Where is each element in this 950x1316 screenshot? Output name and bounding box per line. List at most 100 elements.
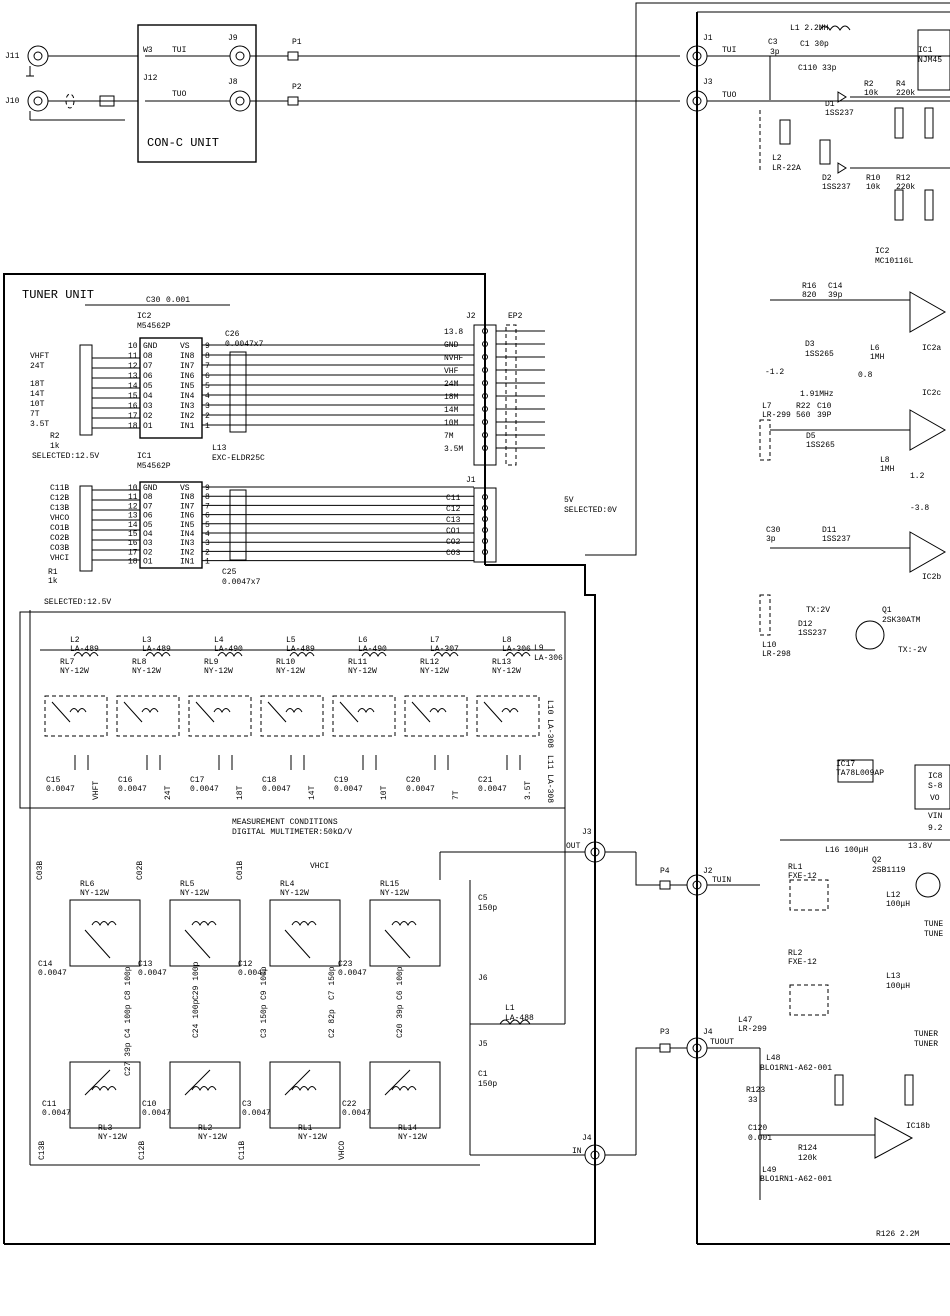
svg-text:Q2: Q2 <box>872 856 882 865</box>
relay-label: RL14 <box>398 1124 417 1133</box>
svg-text:C1 30p: C1 30p <box>800 40 829 49</box>
relay-value: NY-12W <box>198 1133 227 1142</box>
con-c-unit-box <box>137 24 257 163</box>
svg-text:SELECTED:12.5V: SELECTED:12.5V <box>44 598 111 607</box>
ic-pin-number: 4 <box>205 530 210 539</box>
j2-header <box>473 324 497 466</box>
svg-text:IC2: IC2 <box>137 312 152 321</box>
svg-text:IC2b: IC2b <box>922 573 941 582</box>
ic-pin-number: 2 <box>205 412 210 421</box>
svg-text:1SS237: 1SS237 <box>798 629 827 638</box>
capacitor-label: C13 <box>138 960 153 969</box>
j2-pin-label: 3.5M <box>444 445 463 454</box>
svg-text:TUO: TUO <box>722 91 737 100</box>
relay-body <box>332 695 396 737</box>
ic-pin-label: IN1 <box>180 422 195 431</box>
capacitor-value: 0.0047 <box>342 1109 371 1118</box>
svg-text:C3: C3 <box>768 38 778 47</box>
ic-pin-number: 10 <box>128 342 138 351</box>
j1-pin <box>482 527 488 533</box>
svg-text:IC18b: IC18b <box>906 1122 930 1131</box>
svg-text:CO3B: CO3B <box>50 544 69 553</box>
svg-text:R124: R124 <box>798 1144 817 1153</box>
capacitor-value: 0.0047 <box>338 969 367 978</box>
svg-text:10T: 10T <box>30 400 45 409</box>
ic-pin-number: 14 <box>128 521 138 530</box>
svg-text:3.5T: 3.5T <box>30 420 49 429</box>
svg-text:L13: L13 <box>212 444 227 453</box>
capacitor-label: C3 <box>242 1100 252 1109</box>
svg-text:0.8: 0.8 <box>858 371 873 380</box>
svg-text:J1: J1 <box>703 34 713 43</box>
capacitor-label: C18 <box>262 776 277 785</box>
ic-pin-label: IN8 <box>180 493 195 502</box>
relay-body <box>69 1061 141 1129</box>
relay-label: RL15 <box>380 880 399 889</box>
svg-text:J4: J4 <box>582 1134 592 1143</box>
inductor-value: LA-489 <box>286 645 315 654</box>
svg-text:TX:-2V: TX:-2V <box>898 646 927 655</box>
ic-pin-label: IN7 <box>180 502 195 511</box>
svg-text:TUNE: TUNE <box>924 920 943 929</box>
inductor-label: L2 <box>70 636 80 645</box>
capacitor-value: 0.0047 <box>406 785 435 794</box>
band-label: 7T <box>452 790 461 800</box>
inductor-value: LA-490 <box>214 645 243 654</box>
svg-text:C12B: C12B <box>50 494 69 503</box>
svg-text:-1.2: -1.2 <box>765 368 784 377</box>
ic-pin-label: O8 <box>143 352 153 361</box>
inductor-coil <box>217 652 243 658</box>
svg-text:L10 LA-308: L10 LA-308 <box>545 700 554 748</box>
ic-pin-label: O4 <box>143 530 153 539</box>
svg-text:IN: IN <box>572 1147 582 1156</box>
svg-text:LR-298: LR-298 <box>762 650 791 659</box>
svg-text:D2: D2 <box>822 174 832 183</box>
svg-text:10k: 10k <box>866 183 881 192</box>
ic-pin-number: 12 <box>128 362 138 371</box>
relay-value: NY-12W <box>132 667 161 676</box>
svg-text:J12: J12 <box>143 74 158 83</box>
j8-connector <box>229 90 251 112</box>
svg-text:120k: 120k <box>798 1154 817 1163</box>
j2-pin <box>482 380 488 386</box>
j2-pin-label: GND <box>444 341 459 350</box>
ic-pin-label: O3 <box>143 402 153 411</box>
svg-text:1SS265: 1SS265 <box>805 350 834 359</box>
ic-pin-label: IN6 <box>180 372 195 381</box>
svg-text:R123: R123 <box>746 1086 765 1095</box>
ic-pin-label: O6 <box>143 372 153 381</box>
j2-pin-label: 10M <box>444 419 459 428</box>
capacitor-value: 0.0047 <box>262 785 291 794</box>
svg-text:LR-299: LR-299 <box>762 411 791 420</box>
svg-text:L7: L7 <box>762 402 772 411</box>
j1-pin-label: C12 <box>446 505 461 514</box>
ic-pin-number: 13 <box>128 372 138 381</box>
ic-pin-label: IN1 <box>180 558 195 567</box>
capacitor-value: 0.0047 <box>138 969 167 978</box>
svg-text:0.001: 0.001 <box>748 1134 772 1143</box>
inductor-coil <box>433 652 459 658</box>
j2-pin-label: 14M <box>444 406 459 415</box>
svg-text:LR-22A: LR-22A <box>772 164 801 173</box>
capacitor-label: C20 <box>406 776 421 785</box>
rl1-relay <box>789 879 829 911</box>
relay-label: RL12 <box>420 658 439 667</box>
svg-text:L47: L47 <box>738 1016 753 1025</box>
svg-text:R12: R12 <box>896 174 911 183</box>
j1-pin <box>482 549 488 555</box>
svg-text:R16: R16 <box>802 282 817 291</box>
svg-text:1MH: 1MH <box>870 353 885 362</box>
ic-pin-number: 8 <box>205 352 210 361</box>
svg-text:3p: 3p <box>770 48 780 57</box>
tuner-unit-details: VHFT 24T 18T 14T 10T 7T 3.5T R2 1k SELEC… <box>19 296 660 1166</box>
svg-text:RL1: RL1 <box>788 863 803 872</box>
svg-text:RL2: RL2 <box>788 949 803 958</box>
coupling-capacitor: C2 82p <box>328 1009 337 1038</box>
svg-text:C25: C25 <box>222 568 237 577</box>
ic-pin-label: IN7 <box>180 362 195 371</box>
relay-body <box>369 1061 441 1129</box>
inductor-value: LA-306 <box>502 645 531 654</box>
svg-text:0.001: 0.001 <box>166 296 190 305</box>
j1-pin-label: C11 <box>446 494 461 503</box>
capacitor-label: C19 <box>334 776 349 785</box>
